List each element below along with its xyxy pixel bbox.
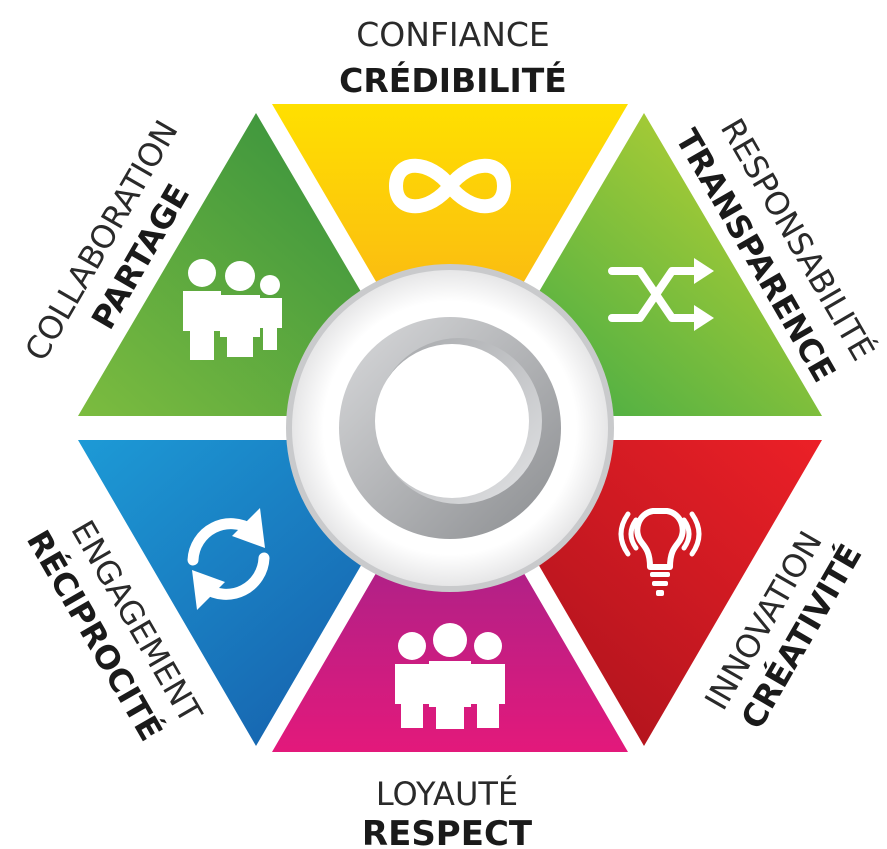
label-loyaute: LOYAUTÉ: [376, 775, 518, 813]
group-icon: [395, 623, 505, 729]
lightbulb-icon: [618, 508, 702, 596]
segment-bottom-loyaute: [272, 446, 628, 752]
ring-logo-icon: [339, 317, 561, 539]
shuffle-icon: [608, 258, 714, 331]
label-credibilite: CRÉDIBILITÉ: [339, 60, 567, 100]
infinity-icon: [389, 158, 511, 214]
team-icon: [183, 259, 282, 360]
segment-top-confiance: [272, 104, 628, 408]
label-respect: RESPECT: [362, 814, 533, 849]
sync-arrows-icon: [187, 508, 270, 610]
label-confiance: CONFIANCE: [356, 15, 550, 54]
